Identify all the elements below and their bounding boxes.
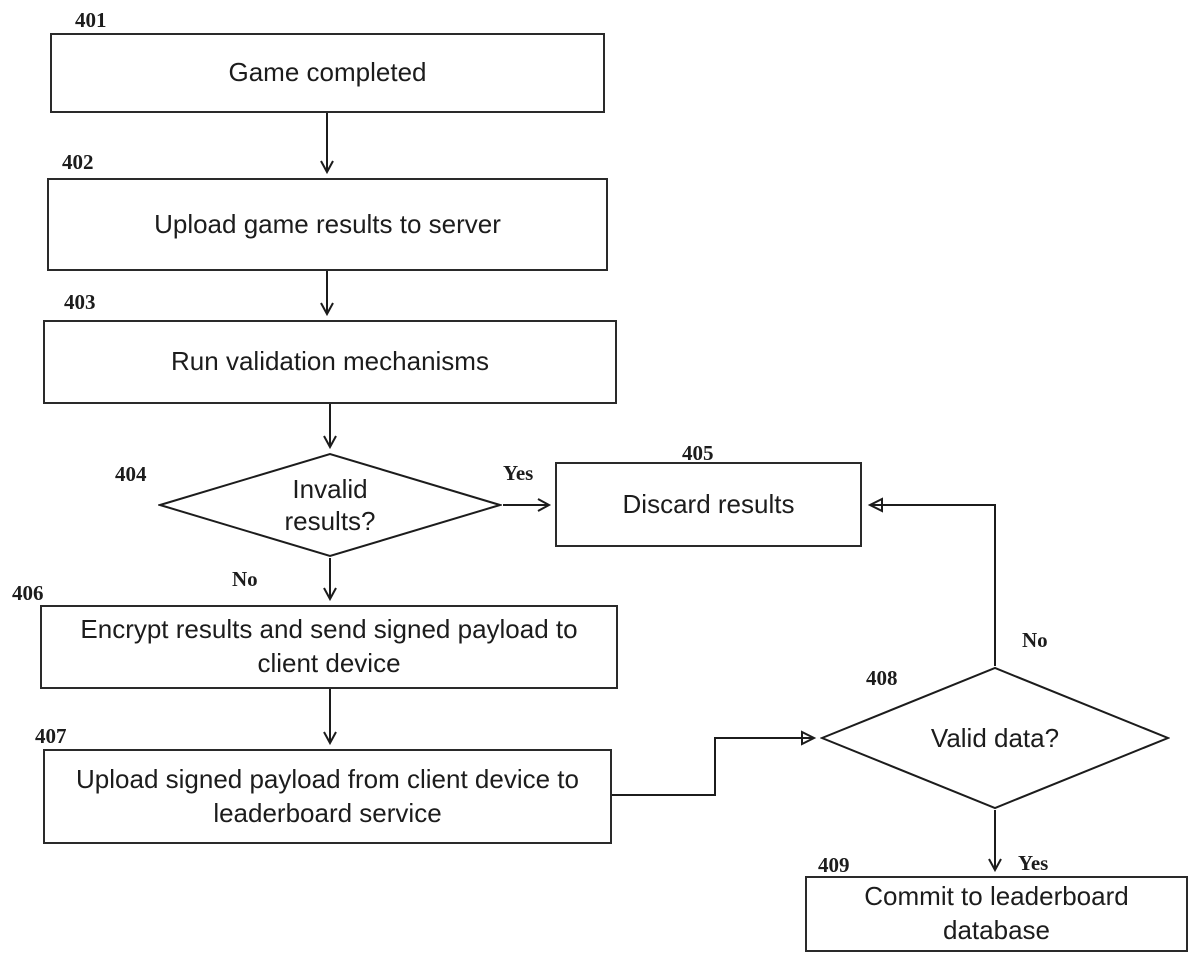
node-run-validation: Run validation mechanisms <box>43 320 617 404</box>
edge-407-408 <box>612 730 817 796</box>
node-label: Upload game results to server <box>154 208 501 239</box>
ref-number-406: 406 <box>12 581 44 605</box>
branch-label-no: No <box>1022 628 1048 652</box>
node-label: Game completed <box>228 57 427 88</box>
node-label: Encrypt results and send signed payload … <box>80 614 578 678</box>
node-label: Discard results <box>622 488 795 519</box>
node-discard-results: Discard results <box>555 462 862 547</box>
ref-number-401: 401 <box>75 8 107 32</box>
ref-number-408: 408 <box>866 666 898 690</box>
node-label: Invalid results? <box>284 473 376 537</box>
node-label: Valid data? <box>930 722 1060 753</box>
ref-number-405: 405 <box>682 441 714 465</box>
diamond-shape <box>820 666 1170 810</box>
ref-number-409: 409 <box>818 853 850 877</box>
branch-label-no: No <box>232 567 258 591</box>
decision-valid-data: Valid data? <box>820 666 1170 810</box>
edge-408-405-no <box>867 497 996 666</box>
ref-number-403: 403 <box>64 290 96 314</box>
branch-label-yes: Yes <box>1018 851 1049 875</box>
node-upload-results: Upload game results to server <box>47 178 608 271</box>
node-encrypt-results: Encrypt results and send signed payload … <box>40 605 618 689</box>
ref-number-402: 402 <box>62 150 94 174</box>
node-game-completed: Game completed <box>50 33 605 113</box>
node-label: Upload signed payload from client device… <box>76 763 579 828</box>
decision-invalid-results: Invalid results? <box>158 452 502 558</box>
ref-number-407: 407 <box>35 724 67 748</box>
node-upload-payload: Upload signed payload from client device… <box>43 749 612 844</box>
node-label: Commit to leaderboard database <box>864 881 1129 945</box>
branch-label-yes: Yes <box>503 461 534 485</box>
node-commit-database: Commit to leaderboard database <box>805 876 1188 952</box>
ref-number-404: 404 <box>115 462 147 486</box>
node-label: Run validation mechanisms <box>171 346 489 377</box>
diamond-shape <box>158 452 502 558</box>
